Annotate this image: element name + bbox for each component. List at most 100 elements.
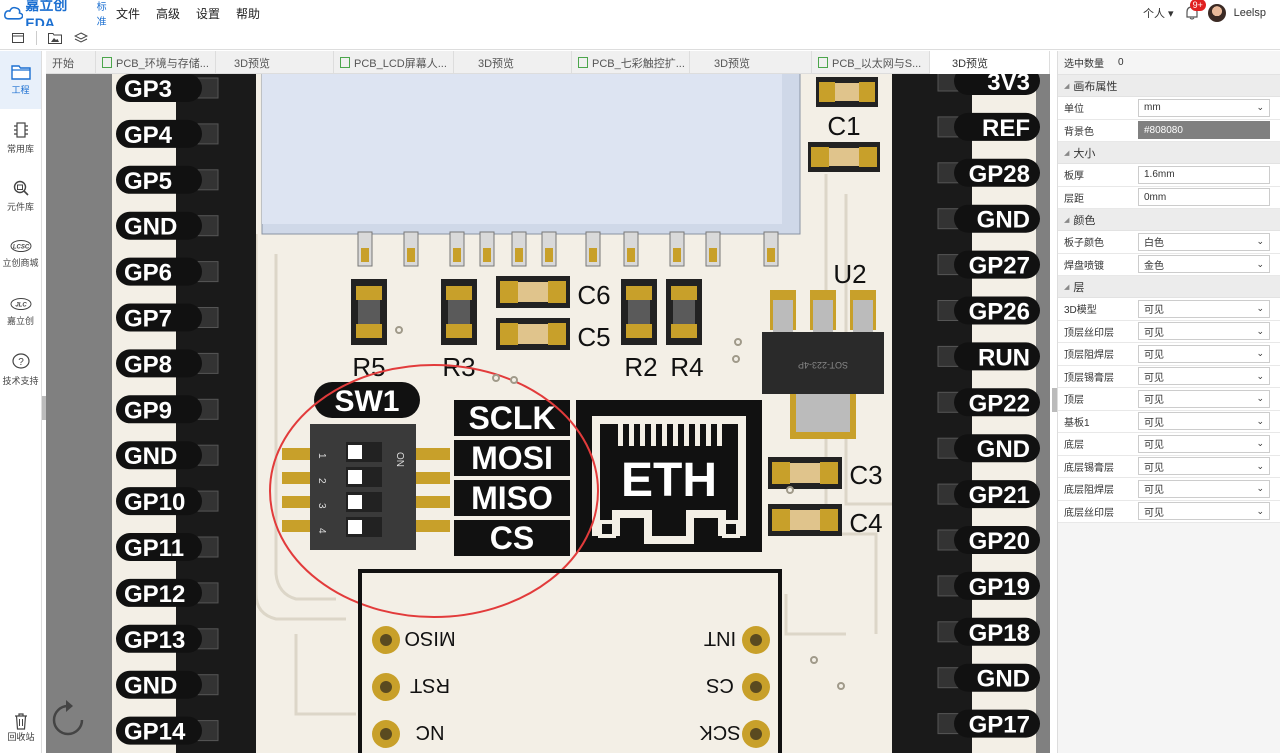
property-select[interactable]: 可见⌄ bbox=[1138, 457, 1270, 476]
property-label: 板子颜色 bbox=[1064, 238, 1104, 250]
open-project-button[interactable] bbox=[47, 30, 63, 46]
property-value: 可见 bbox=[1144, 485, 1164, 497]
avatar[interactable] bbox=[1207, 4, 1226, 22]
tab-label: PCB_以太网与S... bbox=[832, 57, 922, 70]
chevron-down-icon: ⌄ bbox=[1256, 236, 1264, 247]
module-pin-pad bbox=[361, 248, 369, 262]
left-pin-label: GP4 bbox=[124, 122, 173, 149]
tab-3d-preview[interactable]: 3D预览 bbox=[690, 51, 812, 74]
property-select[interactable]: 可见⌄ bbox=[1138, 299, 1270, 318]
tab-label: 开始 bbox=[52, 57, 74, 70]
property-section-header[interactable]: ◢层 bbox=[1058, 276, 1280, 298]
menu-settings[interactable]: 设置 bbox=[196, 6, 221, 21]
spi-label-cs: CS bbox=[490, 520, 534, 556]
tab-3d-preview[interactable]: 3D预览 bbox=[454, 51, 572, 74]
property-value: 白色 bbox=[1144, 238, 1164, 250]
sidebar-item-common-library[interactable]: 常用库 bbox=[0, 109, 41, 167]
sidebar-item-tech-support[interactable]: ? 技术支持 bbox=[0, 341, 41, 399]
menu-help[interactable]: 帮助 bbox=[236, 6, 261, 21]
tab-pcb-ethernet[interactable]: PCB_以太网与S... bbox=[812, 51, 930, 74]
pin-label-bg bbox=[116, 211, 202, 240]
property-section-header[interactable]: ◢颜色 bbox=[1058, 209, 1280, 231]
spi-label-miso: MISO bbox=[471, 480, 553, 516]
collapse-triangle-icon: ◢ bbox=[1064, 216, 1070, 224]
property-select[interactable]: mm⌄ bbox=[1138, 98, 1270, 117]
property-select[interactable]: 可见⌄ bbox=[1138, 322, 1270, 341]
chip-icon bbox=[13, 122, 28, 138]
property-select[interactable]: 可见⌄ bbox=[1138, 434, 1270, 453]
tab-3d-preview-active[interactable]: 3D预览 bbox=[930, 51, 1050, 74]
module-pin-pad bbox=[407, 248, 415, 262]
property-row: 底层丝印层 可见⌄ bbox=[1058, 500, 1280, 523]
tab-pcb-environment[interactable]: PCB_环境与存储... bbox=[96, 51, 216, 74]
sidebar-item-jlc[interactable]: JLC 嘉立创 bbox=[0, 283, 41, 341]
property-label: 顶层阻焊层 bbox=[1064, 350, 1114, 362]
right-pin-label: GP26 bbox=[969, 299, 1030, 326]
menu-advanced[interactable]: 高级 bbox=[156, 6, 181, 21]
sidebar-item-component-library[interactable]: 元件库 bbox=[0, 167, 41, 225]
collapse-triangle-icon: ◢ bbox=[1064, 283, 1070, 291]
property-select[interactable]: 可见⌄ bbox=[1138, 367, 1270, 386]
left-header-pins bbox=[197, 77, 219, 742]
personal-menu[interactable]: 个人 ▾ bbox=[1143, 8, 1174, 20]
right-header-labels: 3V3REFGP28GNDGP27GP26RUNGP22GNDGP21GP20G… bbox=[954, 74, 1040, 739]
help-icon: ? bbox=[11, 353, 30, 369]
property-select[interactable]: 可见⌄ bbox=[1138, 389, 1270, 408]
notification-button[interactable]: 9+ bbox=[1184, 0, 1206, 21]
pin-label-bg bbox=[954, 74, 1040, 95]
module-pin-pad bbox=[709, 248, 717, 262]
pin-label-bg bbox=[954, 526, 1040, 554]
layers-button[interactable] bbox=[73, 30, 89, 46]
module-pin-pad bbox=[673, 248, 681, 262]
background-color-picker[interactable]: #808080 bbox=[1138, 121, 1270, 140]
property-input[interactable]: 1.6mm bbox=[1138, 165, 1270, 184]
spi-label-blocks bbox=[454, 400, 570, 556]
property-section-header[interactable]: ◢画布属性 bbox=[1058, 75, 1280, 97]
username[interactable]: Leelsp bbox=[1233, 7, 1266, 19]
property-input[interactable]: 0mm bbox=[1138, 188, 1270, 207]
rotate-view-icon[interactable] bbox=[52, 700, 84, 736]
eth-tooth bbox=[640, 422, 645, 446]
pin-label-bg bbox=[116, 441, 202, 470]
property-label: 底层丝印层 bbox=[1064, 507, 1114, 519]
sidebar-item-lcsc-mall[interactable]: LCSC 立创商城 bbox=[0, 225, 41, 283]
tab-pcb-lcd[interactable]: PCB_LCD屏幕人... bbox=[334, 51, 454, 74]
right-panel-collapse-handle[interactable] bbox=[1052, 388, 1057, 412]
tab-pcb-rgb-touch[interactable]: PCB_七彩触控扩... bbox=[572, 51, 690, 74]
menu-file[interactable]: 文件 bbox=[116, 6, 141, 21]
regulator-u2 bbox=[762, 290, 884, 439]
eth-tooth bbox=[706, 422, 711, 446]
pin-label-bg bbox=[954, 617, 1040, 646]
property-select[interactable]: 金色⌄ bbox=[1138, 255, 1270, 274]
tab-start[interactable]: 开始 bbox=[46, 51, 96, 74]
pcb-render: GP3GP4GP5GNDGP6GP7GP8GP9GNDGP10GP11GP12G… bbox=[52, 74, 1040, 753]
property-select[interactable]: 可见⌄ bbox=[1138, 412, 1270, 431]
window-button[interactable] bbox=[10, 30, 26, 46]
sidebar-item-trash[interactable]: 回收站 bbox=[0, 712, 42, 743]
chevron-down-icon: ⌄ bbox=[1256, 303, 1264, 314]
property-select[interactable]: 可见⌄ bbox=[1138, 502, 1270, 521]
designator-u2: U2 bbox=[833, 259, 866, 289]
property-label: 顶层丝印层 bbox=[1064, 327, 1114, 339]
chevron-down-icon: ⌄ bbox=[1256, 370, 1264, 381]
property-value: mm bbox=[1144, 102, 1161, 114]
property-select[interactable]: 可见⌄ bbox=[1138, 479, 1270, 498]
property-select[interactable]: 白色 ⌄ bbox=[1138, 232, 1270, 251]
property-select[interactable]: 可见⌄ bbox=[1138, 344, 1270, 363]
property-label: 顶层锡膏层 bbox=[1064, 372, 1114, 384]
folder-image-icon bbox=[48, 32, 62, 44]
module-pin-int: INT bbox=[704, 627, 736, 649]
left-panel-collapse-handle[interactable] bbox=[42, 396, 47, 420]
pin-label-bg bbox=[116, 578, 202, 607]
tab-label: PCB_LCD屏幕人... bbox=[354, 57, 447, 70]
sidebar-item-project[interactable]: 工程 bbox=[0, 51, 41, 109]
property-section-header[interactable]: ◢大小 bbox=[1058, 142, 1280, 164]
chevron-down-icon: ⌄ bbox=[1256, 325, 1264, 336]
pcb-vias bbox=[395, 326, 845, 690]
eth-connector-silkscreen bbox=[576, 400, 762, 552]
eth-tooth bbox=[684, 422, 689, 446]
tab-3d-preview[interactable]: 3D预览 bbox=[216, 51, 334, 74]
